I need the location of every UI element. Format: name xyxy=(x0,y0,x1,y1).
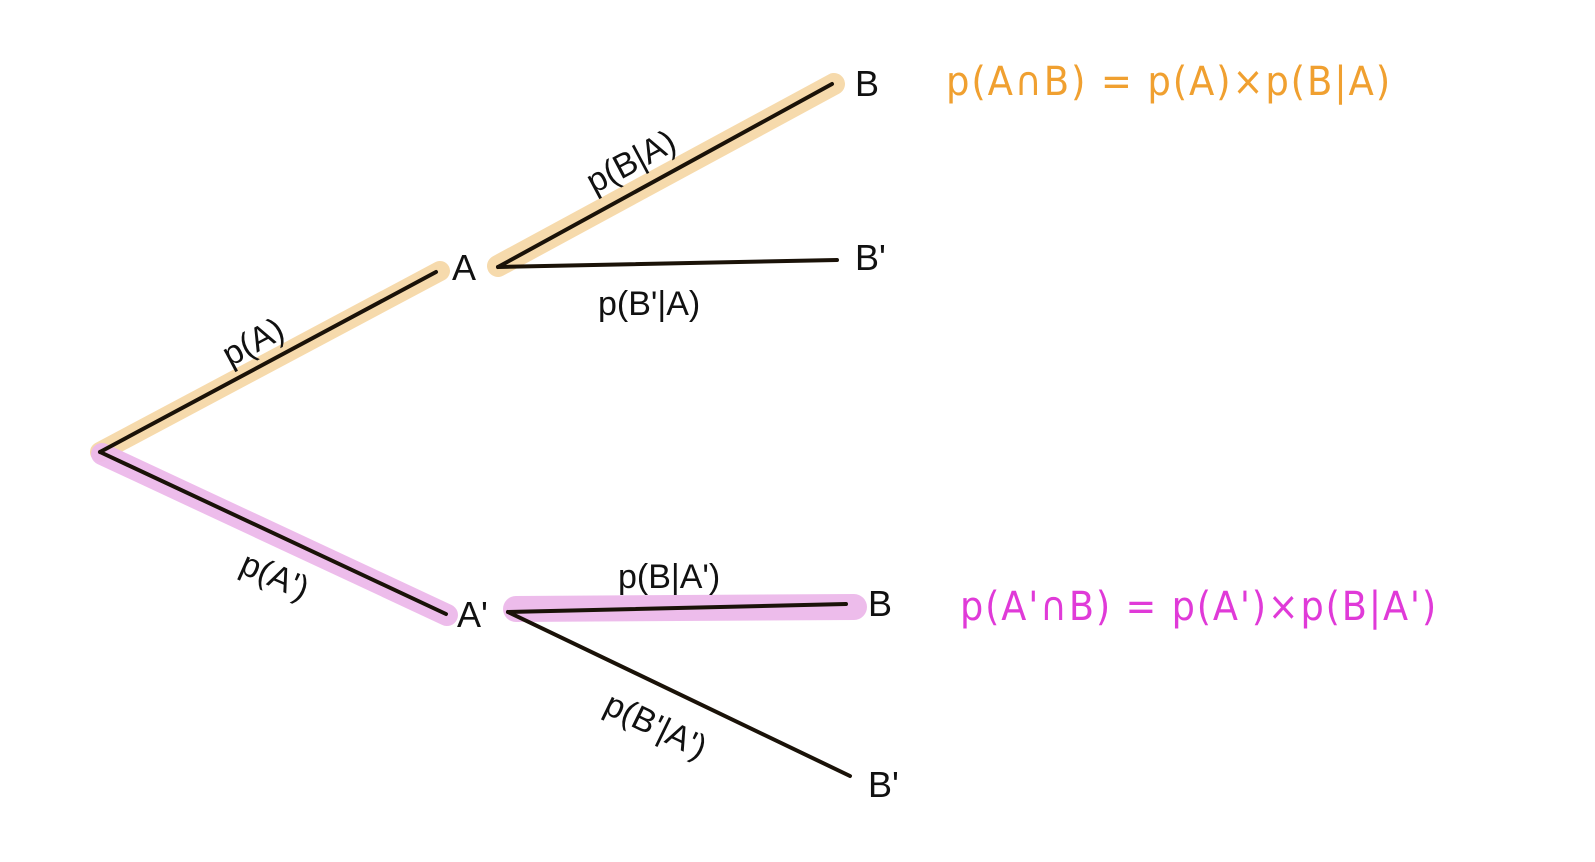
branch-a-prime xyxy=(98,450,448,616)
node-b-top: B xyxy=(855,63,879,104)
node-b-prime-top: B' xyxy=(855,237,886,278)
branch-b-given-a xyxy=(496,82,834,269)
formula-p-a-and-b: p(A∩B) = p(A)×p(B|A) xyxy=(946,59,1392,105)
node-b-prime-bottom: B' xyxy=(868,764,899,805)
branch-b-given-a-prime xyxy=(506,602,848,614)
formula-p-a-prime-and-b: p(A'∩B) = p(A')×p(B|A') xyxy=(960,584,1438,630)
node-b-bottom: B xyxy=(868,583,892,624)
label-p-b-prime-given-a: p(B'|A) xyxy=(598,285,700,323)
branch-a xyxy=(98,270,438,454)
branch-b-prime-given-a-prime xyxy=(506,610,852,778)
label-p-b-prime-given-a-prime: p(B'|A') xyxy=(598,685,712,767)
branch-b-prime-given-a xyxy=(496,258,839,269)
label-p-b-given-a-prime: p(B|A') xyxy=(618,558,720,596)
node-a: A xyxy=(452,247,476,288)
node-a-prime: A' xyxy=(457,594,488,635)
